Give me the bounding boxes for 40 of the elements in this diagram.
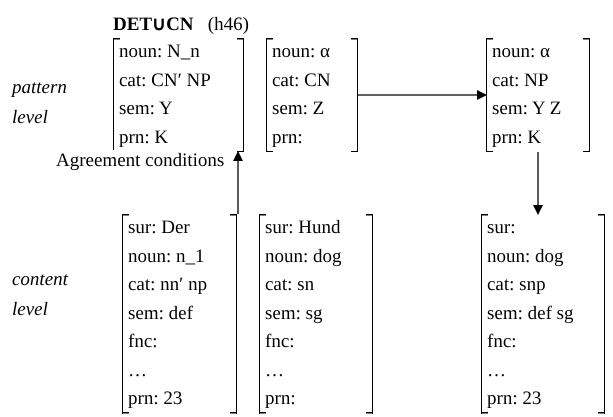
attribute-value: fnc: — [265, 330, 295, 354]
attribute-value: noun: α — [272, 40, 330, 64]
attribute-value: sur: — [487, 216, 516, 240]
attribute-value: prn: — [265, 387, 296, 411]
attribute-value: … — [265, 358, 284, 382]
attribute-value: prn: 23 — [487, 387, 542, 411]
attribute-value: prn: 23 — [128, 387, 182, 411]
attribute-value: cat: snp — [487, 273, 546, 297]
arrow — [358, 90, 487, 100]
arrow — [233, 151, 243, 214]
attribute-value: prn: K — [492, 126, 542, 150]
attribute-value: prn: K — [119, 126, 168, 150]
attribute-value: sem: Z — [272, 97, 324, 121]
attribute-value: noun: dog — [487, 244, 564, 268]
arrow — [533, 152, 543, 215]
attribute-value: cat: sn — [265, 273, 314, 297]
attribute-value: cat: NP — [492, 68, 548, 92]
attribute-value: … — [128, 358, 147, 382]
attribute-value: prn: — [272, 126, 303, 150]
level-label: pattern level — [12, 76, 68, 130]
attribute-value: sem: sg — [265, 302, 323, 326]
attribute-value: noun: n_1 — [128, 244, 205, 268]
attribute-value: fnc: — [487, 330, 517, 354]
note: Agreement conditions — [56, 150, 224, 172]
attribute-value: noun: N_n — [119, 40, 200, 64]
attribute-value: noun: α — [492, 40, 550, 64]
attribute-value: … — [487, 358, 506, 382]
attribute-value: sur: Der — [128, 216, 190, 240]
attribute-value: sem: Y — [119, 97, 173, 121]
attribute-value: sem: Y Z — [492, 97, 562, 121]
attribute-value: cat: CN′ NP — [119, 68, 211, 92]
level-label: content level — [12, 268, 70, 322]
attribute-value: sem: def sg — [487, 302, 574, 326]
rule-title: DET∪CN (h46) — [113, 13, 249, 36]
attribute-value: cat: nn′ np — [128, 273, 208, 297]
attribute-value: sur: Hund — [265, 216, 340, 240]
attribute-value: sem: def — [128, 302, 193, 326]
attribute-value: cat: CN — [272, 68, 331, 92]
attribute-value: noun: dog — [265, 244, 342, 268]
attribute-value: fnc: — [128, 330, 158, 354]
